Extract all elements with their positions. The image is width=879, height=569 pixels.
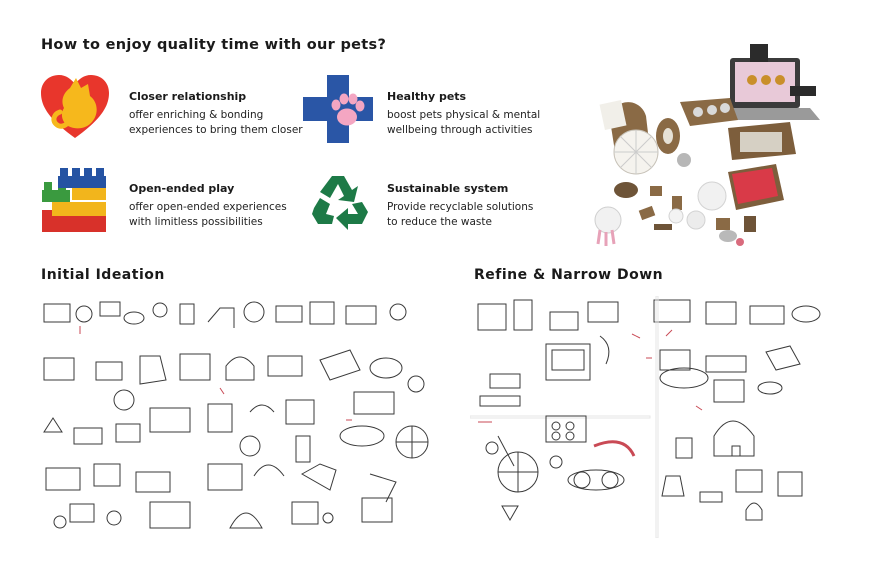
section-title-initial-ideation: Initial Ideation	[41, 267, 165, 283]
feature-open-ended-play: Open-ended play offer open-ended experie…	[129, 182, 369, 230]
feature-desc-line2: wellbeing through activities	[387, 124, 533, 136]
feature-desc-line1: boost pets physical & mental	[387, 109, 541, 121]
feature-desc-line1: offer enriching & bonding	[129, 109, 264, 121]
feature-title: Closer relationship	[129, 90, 247, 103]
initial-ideation-sketches	[40, 296, 438, 538]
feature-desc-line2: with limitless possibilities	[129, 216, 263, 228]
feature-desc-line2: to reduce the waste	[387, 216, 492, 228]
feature-title: Open-ended play	[129, 182, 235, 195]
feature-healthy-pets: Healthy pets boost pets physical & menta…	[387, 90, 627, 138]
feature-closer-relationship: Closer relationship offer enriching & bo…	[129, 90, 369, 138]
feature-desc-line1: Provide recyclable solutions	[387, 201, 534, 213]
cross-paw-icon	[303, 75, 373, 143]
recycle-icon	[310, 172, 370, 230]
feature-title: Healthy pets	[387, 90, 467, 103]
feature-desc-line1: offer open-ended experiences	[129, 201, 287, 213]
feature-sustainable-system: Sustainable system Provide recyclable so…	[387, 182, 627, 230]
blocks-icon	[42, 166, 108, 234]
feature-title: Sustainable system	[387, 182, 509, 195]
page-title: How to enjoy quality time with our pets?	[41, 37, 387, 53]
feature-desc-line2: experiences to bring them closer	[129, 124, 303, 136]
refine-narrow-down-sketches	[470, 296, 842, 538]
product-photo	[580, 40, 830, 250]
heart-cat-icon	[40, 74, 110, 140]
section-title-refine-narrow-down: Refine & Narrow Down	[474, 267, 664, 283]
